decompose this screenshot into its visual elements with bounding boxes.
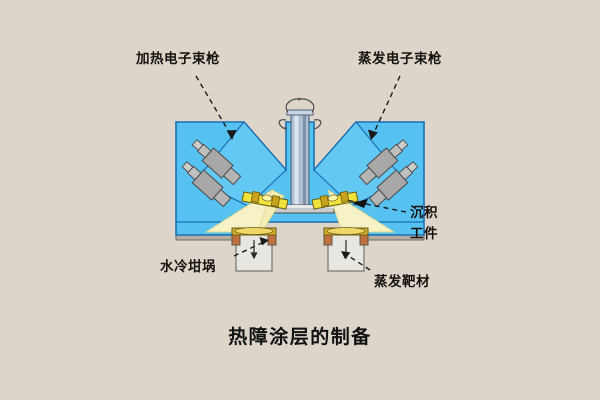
label-evaporation-electron-gun: 蒸发电子束枪 — [358, 51, 442, 67]
leader-evaporation-gun — [371, 75, 401, 138]
label-water-cooled-crucible: 水冷坩埚 — [160, 259, 216, 275]
crucible-right — [323, 227, 369, 272]
label-evaporation-target: 蒸发靶材 — [374, 274, 430, 290]
leader-crucible — [233, 240, 267, 257]
label-deposition-line1: 沉积 — [410, 205, 438, 221]
water-cooled-crucibles — [231, 227, 369, 272]
rotation-arrows-icon — [278, 97, 322, 130]
leader-lines — [195, 75, 407, 271]
label-deposition-workpiece: 沉积 工件 — [410, 203, 470, 245]
label-deposition-line2: 工件 — [410, 226, 438, 242]
deposition-workpieces — [241, 190, 368, 210]
figure-title: 热障涂层的制备 — [228, 326, 372, 348]
right-electron-guns — [358, 139, 419, 208]
leader-deposition — [345, 199, 407, 213]
label-heating-electron-gun: 加热电子束枪 — [136, 51, 220, 67]
leader-heating-gun — [195, 75, 233, 138]
crucible-left — [231, 227, 277, 272]
left-electron-guns — [181, 139, 242, 208]
